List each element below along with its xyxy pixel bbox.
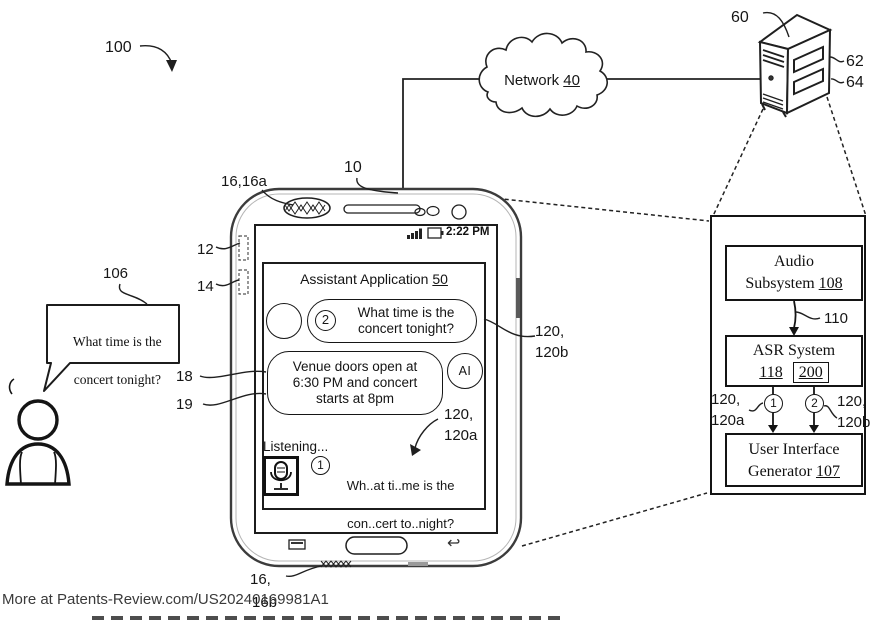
listening-status: Listening... [263,439,329,454]
audio-subsystem-box: Audio Subsystem 108 [725,245,863,301]
ref-120a-box-leader [748,402,764,412]
ref-14-leader [215,279,240,287]
phone-screen [254,224,498,534]
network-label: Network 40 [504,72,580,89]
menu-button-icon [288,539,306,550]
ref-label-10: 10 [344,159,362,176]
ref-110-leader [795,311,821,320]
ref-106-leader [118,283,148,305]
signal-bars-icon [407,228,422,239]
assistant-chat-bubble: Venue doors open at 6:30 PM and concert … [267,351,443,415]
live-transcript: Wh..at ti..me is the con..cert to..night… [346,478,455,531]
ref-label-120-120a: 120,120a [444,406,478,444]
person-speech-text: What time is the concert tonight? [72,334,162,387]
ref-120a-arrow [414,418,439,449]
ref-label-18: 18 [176,368,193,385]
ref-62-leader [829,56,845,63]
front-camera-icon [451,204,467,220]
ref-10-leader [356,177,399,194]
ref-label-120-120a-box: 120,120a [711,391,745,429]
cropped-text-strip [92,616,560,620]
phone-bottom-hardware [288,536,428,568]
ref-16b-leader [285,565,322,578]
assistant-app-frame [262,262,486,510]
sensor-icon [414,207,426,217]
ref-label-12: 12 [197,241,214,258]
phone-top-hardware [283,197,467,220]
ref-label-14: 14 [197,278,214,295]
ref-64-leader [830,78,845,84]
server-icon [757,13,833,118]
sensor-icon [426,205,440,217]
ai-badge: AI [447,353,483,389]
status-time: 2:22 PM [446,226,490,238]
utterance-1-marker: 1 [311,456,330,475]
network-cloud-icon [478,32,608,118]
speech-bubble-shape [43,304,180,392]
status-bar-icons [407,227,444,239]
lower-side-button-icon [238,269,249,295]
ui-generator-box: User Interface Generator 107 [725,433,863,487]
ref-60-leader [762,11,790,38]
ref-label-120-120b: 120,120b [535,323,569,361]
ref-label-60: 60 [731,9,749,26]
ref-label-106: 106 [103,265,129,282]
ref-19-leader [202,392,267,406]
flow-arrows [768,300,819,433]
model-200-box: 200 [792,362,829,383]
ref-16a-leader [261,189,294,206]
ref-label-16-16a: 16,16a [221,173,267,190]
utterance-2-marker: 2 [315,310,336,331]
battery-icon [427,227,444,239]
ref-label-64: 64 [846,74,864,91]
phone-to-network-line [402,78,484,193]
app-title: Assistant Application 50 [300,271,448,287]
device-detail-box [710,215,866,495]
ref-label-19: 19 [176,396,193,413]
user-avatar [266,303,302,339]
leader-lines [118,11,845,578]
server-drive1-icon [793,45,824,74]
person-figure [5,378,71,486]
ref-label-62: 62 [846,53,864,70]
back-button-icon: ↩ [447,535,461,552]
microphone-icon [270,461,292,490]
ref-label-120-120b-box: 120,120b [837,393,871,431]
power-button-icon [516,278,520,318]
server-drive2-icon [793,67,824,96]
user-chat-bubble: What time is the concert tonight? [307,299,477,343]
volume-button-icon [238,235,249,261]
footer-watermark: More at Patents-Review.com/US20240169981… [2,591,329,608]
ref-120b-box-leader [823,405,838,419]
output-2-marker: 2 [805,394,824,413]
ref-label-100: 100 [105,39,132,56]
ref-label-110: 110 [824,310,848,327]
ref-label-16b: 16b [252,594,278,611]
ref-18-leader [199,370,267,379]
output-1-marker: 1 [764,394,783,413]
mic-button [263,456,299,496]
ref-120b-leader [483,318,536,338]
mic-hole-icon [320,560,352,568]
ref-12-leader [215,242,241,250]
home-button-icon [345,536,408,555]
ref-label-16: 16, [250,571,271,588]
